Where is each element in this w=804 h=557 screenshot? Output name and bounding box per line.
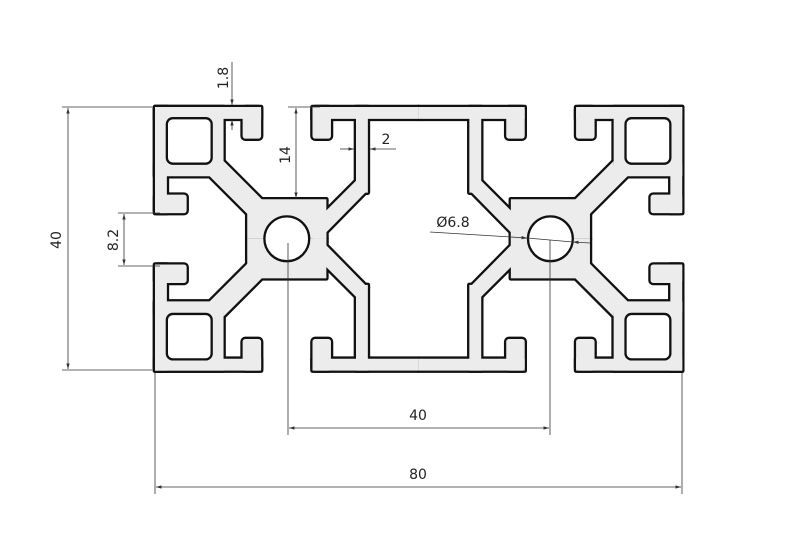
dimension-label: 8.2 xyxy=(106,229,122,251)
dimension-hole-spacing: 40 xyxy=(287,240,551,435)
dimension-web-thickness: 2 xyxy=(340,132,396,151)
dimension-total-width: 80 xyxy=(154,373,683,494)
profile-section xyxy=(155,107,682,371)
dimension-height: 40 xyxy=(49,106,152,371)
dimension-slot-width: 8.2 xyxy=(106,212,160,267)
dimension-label: 14 xyxy=(278,146,294,164)
dimension-label: 80 xyxy=(409,467,427,483)
dimension-label: 40 xyxy=(409,408,427,424)
dimension-wall-thickness: 1.8 xyxy=(216,62,234,130)
profile-holes xyxy=(167,118,670,359)
dimension-label: 40 xyxy=(49,231,65,249)
dimension-label: 2 xyxy=(382,132,391,148)
dimension-slot-depth: 14 xyxy=(278,106,320,198)
dimension-label: 1.8 xyxy=(216,67,232,89)
dimension-label: Ø6.8 xyxy=(436,215,469,231)
